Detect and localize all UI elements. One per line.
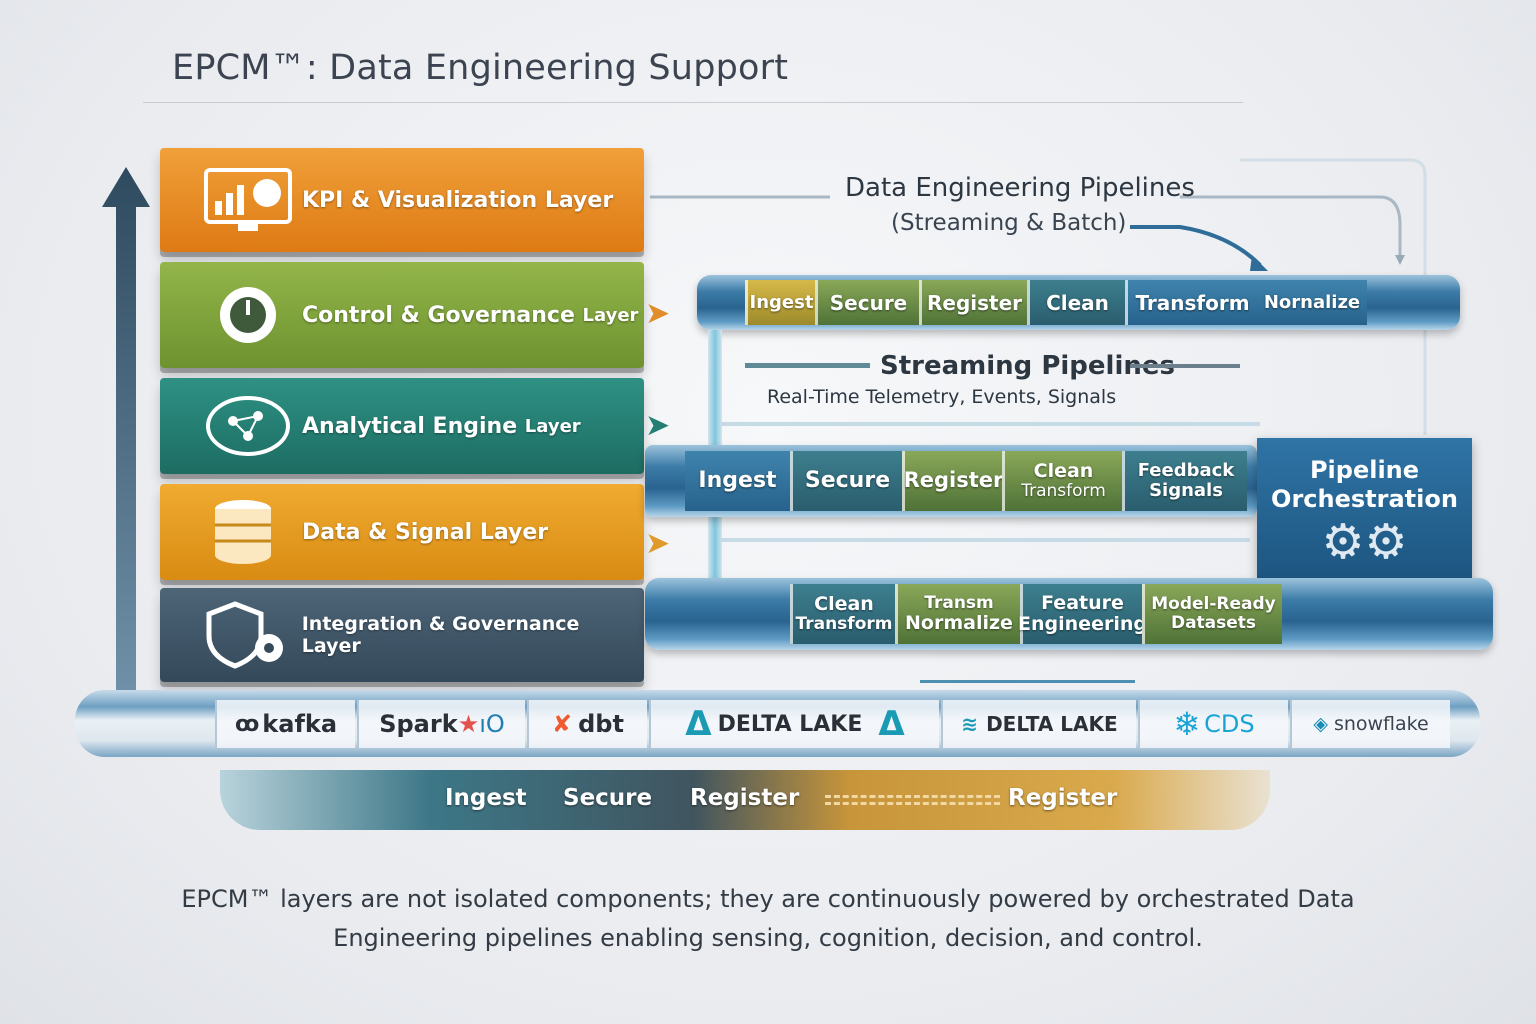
arrow-right-icon: ➤ — [645, 296, 671, 331]
streaming-title: Streaming Pipelines — [880, 351, 1175, 381]
orchestration-title: Pipeline — [1309, 456, 1420, 484]
pipelines-subtitle: (Streaming & Batch) — [891, 210, 1127, 236]
layer-integration-governance: Integration & Governance Layer — [160, 588, 644, 682]
caption: EPCM™ layers are not isolated components… — [0, 880, 1536, 958]
caption-line: Engineering pipelines enabling sensing, … — [333, 924, 1203, 952]
divider — [745, 363, 870, 368]
stage-clean: Clean — [1027, 279, 1125, 326]
layer-analytical-engine: Analytical Engine Layer — [160, 378, 644, 474]
layer-suffix: Layer — [582, 304, 639, 326]
pipeline-orchestration-box: Pipeline Orchestration ⚙⚙ — [1257, 438, 1472, 580]
layer-label: KPI & Visualization Layer — [302, 187, 614, 213]
stage-secure: Secure — [790, 451, 902, 511]
database-icon — [200, 497, 296, 567]
layer-label: Control & Governance — [302, 302, 575, 328]
connector-line — [720, 422, 1260, 426]
gears-icon: ⚙⚙ — [1321, 513, 1408, 570]
snowflake-logo: ◈snowflake — [1290, 700, 1450, 748]
connector-lines — [650, 158, 1427, 435]
stage-transform: Transform — [1125, 279, 1257, 326]
vertical-connector — [708, 330, 722, 448]
layer-suffix: Layer — [524, 415, 581, 437]
gear-gauge-icon — [200, 280, 296, 350]
layer-control-governance: Control & Governance Layer — [160, 262, 644, 368]
layer-data-signal: Data & Signal Layer — [160, 484, 644, 580]
dashboard-monitor-icon — [200, 165, 296, 235]
cds-logo: ❄CDS — [1138, 700, 1288, 748]
flow-arrow — [920, 680, 1135, 683]
data-flow-band — [220, 770, 1270, 830]
shield-gear-icon — [200, 600, 296, 670]
connector-line — [720, 538, 1250, 542]
stage-normalize: Nornalize — [1257, 279, 1367, 326]
flow-dashes — [825, 795, 1000, 805]
layer-label: Integration & Governance Layer — [301, 613, 580, 657]
stage-ingest: Ingest — [745, 279, 815, 326]
streaming-subtitle: Real-Time Telemetry, Events, Signals — [767, 386, 1117, 408]
divider — [1130, 364, 1240, 368]
page-title: EPCM™: Data Engineering Support — [172, 48, 789, 88]
vertical-connector — [708, 517, 722, 579]
dbt-logo: ✘dbt — [527, 700, 647, 748]
caption-line: EPCM™ layers are not isolated components… — [181, 885, 1355, 913]
stage-secure: Secure — [815, 279, 919, 326]
layer-label: Analytical Engine — [302, 413, 518, 439]
layer-kpi-visualization: KPI & Visualization Layer — [160, 148, 644, 252]
batch-pipeline-top: Ingest Secure Register Clean Transform N… — [697, 275, 1460, 330]
flow-stage-ingest: Ingest — [445, 785, 527, 811]
layer-label: Data & Signal Layer — [302, 519, 549, 545]
flow-stage-register: Register — [1008, 785, 1118, 811]
flow-stage-secure: Secure — [563, 785, 653, 811]
delta-lake-logo: ≋DELTA LAKE — [941, 700, 1136, 748]
orchestration-title: Orchestration — [1271, 484, 1458, 513]
arrow-right-icon: ➤ — [645, 526, 671, 561]
stage-register: Register — [902, 451, 1003, 511]
brain-network-icon — [200, 391, 296, 461]
up-arrow-icon — [102, 167, 150, 690]
spark-logo: Spark★ıO — [357, 700, 525, 748]
stage-ingest: Ingest — [685, 451, 790, 511]
arrow-right-icon: ➤ — [645, 408, 671, 443]
stage-register: Register — [919, 279, 1027, 326]
pipelines-title: Data Engineering Pipelines — [845, 173, 1195, 203]
flow-stage-register: Register — [690, 785, 800, 811]
divider — [143, 102, 1243, 103]
